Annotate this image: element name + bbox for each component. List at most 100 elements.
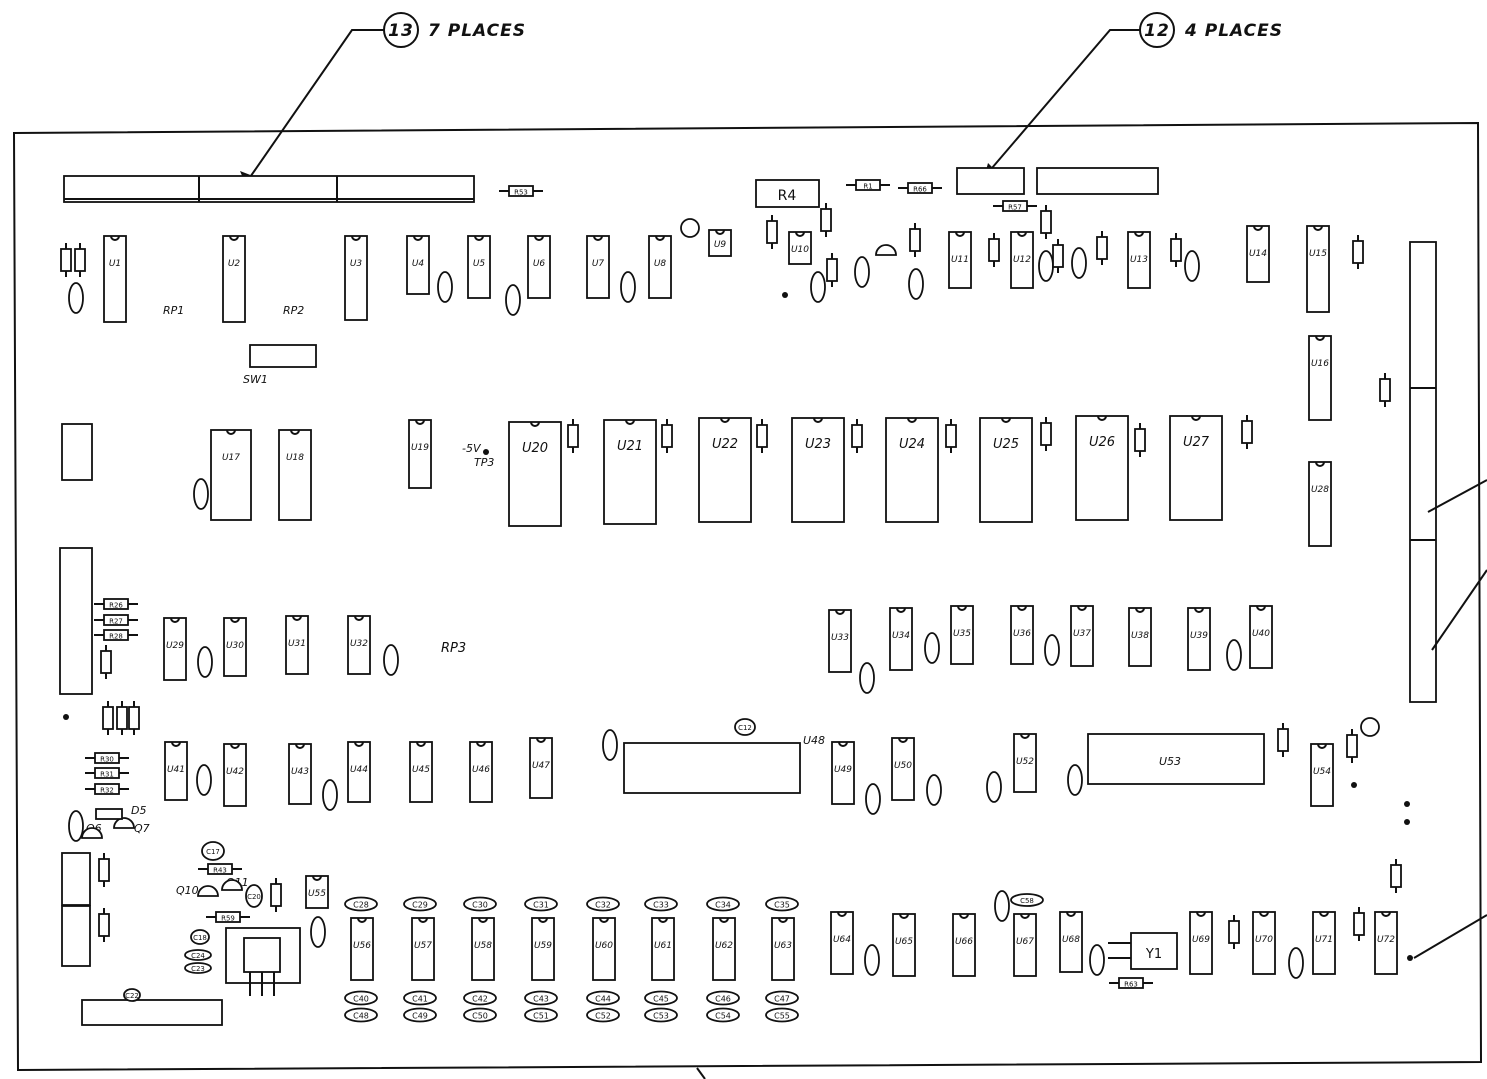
resistor-unlabeled-22 [116, 701, 128, 735]
svg-text:U34: U34 [892, 631, 910, 641]
svg-text:U30: U30 [226, 641, 244, 651]
svg-text:C45: C45 [653, 995, 669, 1004]
capacitor-c28: C28 [344, 896, 378, 912]
svg-text:U66: U66 [955, 937, 973, 947]
svg-text:C53: C53 [653, 1012, 669, 1021]
resistor-r59: R59 [206, 911, 250, 923]
svg-text:U23: U23 [805, 437, 831, 452]
capacitor-c31: C31 [524, 896, 558, 912]
capacitor-unlabeled-4 [810, 271, 826, 303]
ic-u25: U25 [979, 417, 1033, 523]
connector-top-mid-a [956, 167, 1025, 195]
svg-text:U36: U36 [1013, 629, 1031, 639]
resistor-unlabeled-11 [567, 419, 579, 453]
svg-text:U37: U37 [1073, 629, 1091, 639]
capacitor-c30: C30 [463, 896, 497, 912]
ic-u30: U30 [223, 617, 247, 677]
svg-text:C52: C52 [595, 1012, 611, 1021]
svg-text:U28: U28 [1311, 485, 1329, 495]
capacitor-c58: C58 [1010, 893, 1044, 907]
resistor-unlabeled-15 [945, 419, 957, 453]
svg-text:U26: U26 [1089, 435, 1115, 450]
callout-13-text: 7 PLACES [428, 21, 526, 41]
ic-u67: U67 [1013, 913, 1037, 977]
ic-u50: U50 [891, 737, 915, 801]
label-q10: Q10 [176, 884, 199, 897]
svg-text:C20: C20 [247, 893, 261, 901]
capacitor-unlabeled-10 [193, 478, 209, 510]
capacitor-unlabeled-25 [1089, 944, 1105, 976]
capacitor-unlabeled-3 [620, 271, 636, 303]
capacitor-c34: C34 [706, 896, 740, 912]
resistor-r53: R53 [499, 185, 543, 197]
capacitor-c54: C54 [706, 1007, 740, 1023]
capacitor-unlabeled-15 [1044, 634, 1060, 666]
capacitor-c41: C41 [403, 990, 437, 1006]
callout-12-text: 4 PLACES [1184, 21, 1283, 41]
svg-text:U44: U44 [350, 765, 368, 775]
svg-text:C28: C28 [353, 901, 369, 910]
ic-u5: U5 [467, 235, 491, 299]
ic-u6: U6 [527, 235, 551, 299]
svg-text:C49: C49 [412, 1012, 428, 1021]
capacitor-c52: C52 [586, 1007, 620, 1023]
svg-text:C43: C43 [533, 995, 549, 1004]
resistor-unlabeled-30 [1228, 915, 1240, 949]
ic-u19: U19 [408, 419, 432, 489]
svg-text:U58: U58 [474, 941, 492, 951]
resistor-unlabeled-20 [100, 645, 112, 679]
capacitor-unlabeled-16 [1226, 639, 1242, 671]
capacitor-c48: C48 [344, 1007, 378, 1023]
ic-u18: U18 [278, 429, 312, 521]
svg-text:C23: C23 [191, 965, 205, 973]
ic-u14: U14 [1246, 225, 1270, 283]
svg-text:R66: R66 [913, 186, 927, 194]
capacitor-c51: C51 [524, 1007, 558, 1023]
svg-text:C24: C24 [191, 952, 205, 960]
ic-u38: U38 [1128, 607, 1152, 667]
svg-text:U17: U17 [222, 453, 240, 463]
capacitor-unlabeled-8 [1071, 247, 1087, 279]
crystal-y1: Y1 [1108, 932, 1178, 970]
resistor-r63: R63 [1109, 977, 1153, 989]
svg-text:C18: C18 [193, 934, 207, 942]
diode-d5 [95, 808, 123, 820]
resistor-unlabeled-16 [1040, 417, 1052, 451]
svg-text:C51: C51 [533, 1012, 549, 1021]
resistor-r28: R28 [94, 629, 138, 641]
component-left-lower-a [61, 852, 91, 906]
svg-text:R32: R32 [100, 787, 114, 795]
ic-u21: U21 [603, 419, 657, 525]
svg-text:U8: U8 [654, 259, 667, 269]
capacitor-c24: C24 [184, 949, 212, 961]
svg-text:U55: U55 [308, 889, 326, 899]
label-d5: D5 [131, 804, 146, 817]
capacitor-round-0 [680, 218, 700, 238]
ic-u36: U36 [1010, 605, 1034, 665]
ic-u61: U61 [651, 917, 675, 981]
ic-u32: U32 [347, 615, 371, 675]
svg-text:C31: C31 [533, 901, 549, 910]
ic-u33: U33 [828, 609, 852, 673]
svg-text:U52: U52 [1016, 757, 1034, 767]
svg-text:C47: C47 [774, 995, 790, 1004]
resistor-r31: R31 [85, 767, 129, 779]
ic-u46: U46 [469, 741, 493, 803]
capacitor-unlabeled-6 [908, 268, 924, 300]
ic-u26: U26 [1075, 415, 1129, 521]
svg-text:C54: C54 [715, 1012, 731, 1021]
ic-u72: U72 [1374, 911, 1398, 975]
ic-u43: U43 [288, 743, 312, 805]
ic-u11: U11 [948, 231, 972, 289]
capacitor-unlabeled-29 [602, 729, 618, 761]
svg-text:SW1: SW1 [243, 373, 268, 386]
svg-text:R27: R27 [109, 618, 123, 626]
svg-text:U6: U6 [533, 259, 546, 269]
capacitor-c42: C42 [463, 990, 497, 1006]
label-tp3: TP3 [474, 456, 494, 469]
svg-text:U9: U9 [714, 240, 727, 250]
resistor-unlabeled-6 [988, 233, 1000, 267]
capacitor-unlabeled-5 [854, 256, 870, 288]
ic-u24: U24 [885, 417, 939, 523]
svg-text:C48: C48 [353, 1012, 369, 1021]
